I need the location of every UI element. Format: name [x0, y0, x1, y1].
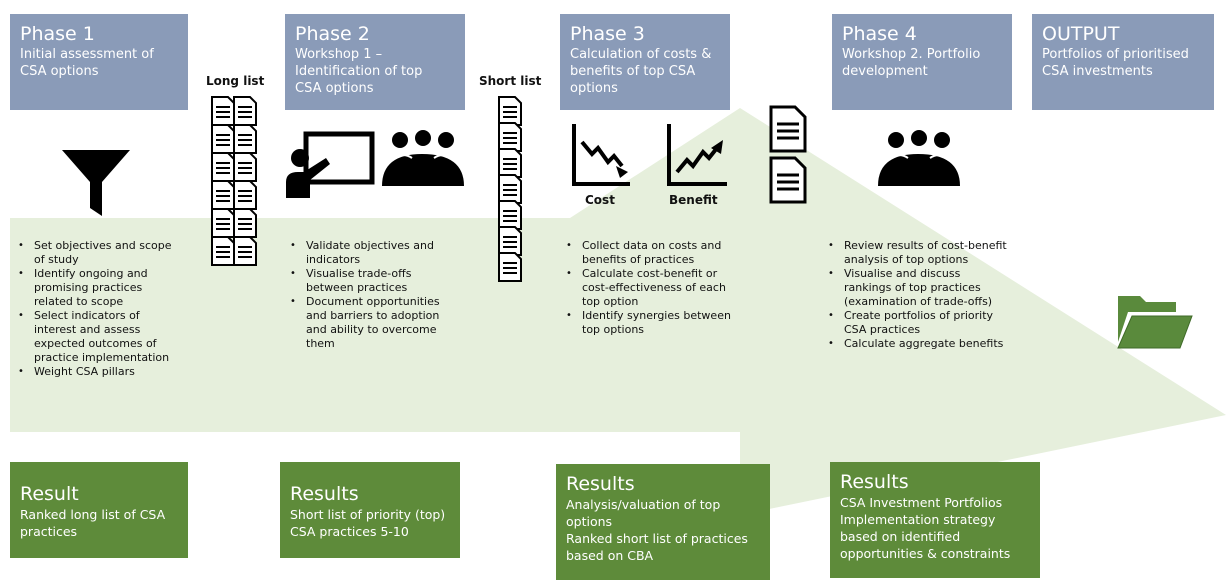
document-icon	[769, 105, 807, 153]
phase-title: OUTPUT	[1042, 23, 1120, 45]
phase-1-box: Phase 1 Initial assessment of CSA option…	[10, 14, 188, 110]
result-line: CSA practices 5-10	[290, 524, 409, 539]
phase-3-box: Phase 3 Calculation of costs & benefits …	[560, 14, 730, 110]
phase-subtitle-line: Initial assessment of	[20, 47, 154, 62]
phase-subtitle-line: development	[842, 64, 928, 79]
document-stack-icon	[498, 96, 522, 282]
result-line: Ranked long list of CSA	[20, 507, 166, 522]
cost-chart-icon	[572, 124, 630, 186]
phase-subtitle-line: options	[570, 81, 618, 96]
task-item: Document opportunities and barriers to a…	[288, 295, 446, 351]
result-line: based on identified	[840, 529, 961, 544]
phase-subtitle-line: CSA options	[295, 81, 374, 96]
phase-title: Phase 1	[20, 23, 95, 45]
output-box: OUTPUT Portfolios of prioritised CSA inv…	[1032, 14, 1214, 110]
task-item: Calculate aggregate benefits	[826, 337, 1008, 351]
phase-subtitle-line: Calculation of costs &	[570, 47, 712, 62]
task-item: Calculate cost-benefit or cost-effective…	[564, 267, 734, 309]
phase-4-tasks: Review results of cost-benefit analysis …	[826, 239, 1008, 351]
phase-subtitle-line: Portfolios of prioritised	[1042, 47, 1189, 62]
phase-subtitle-line: Workshop 1 –	[295, 47, 383, 62]
phase-2-tasks: Validate objectives and indicators Visua…	[288, 239, 446, 351]
phase-1-tasks: Set objectives and scope of study Identi…	[16, 239, 174, 379]
task-item: Review results of cost-benefit analysis …	[826, 239, 1008, 267]
task-item: Identify ongoing and promising practices…	[16, 267, 174, 309]
task-item: Visualise trade-offs between practices	[288, 267, 446, 295]
phase-title: Phase 2	[295, 23, 370, 45]
folder-icon	[1117, 296, 1193, 349]
result-line: Analysis/valuation of top	[566, 497, 721, 512]
benefit-label: Benefit	[669, 193, 718, 207]
phase-subtitle-line: Identification of top	[295, 64, 423, 79]
presentation-icon	[286, 131, 375, 198]
result-title: Results	[290, 483, 359, 505]
result-line: based on CBA	[566, 548, 654, 563]
meeting-group-icon	[382, 130, 464, 186]
document-stack-icon	[211, 96, 257, 266]
result-3-box: Results Analysis/valuation of top option…	[556, 464, 770, 580]
task-item: Visualise and discuss rankings of top pr…	[826, 267, 1008, 309]
task-item: Validate objectives and indicators	[288, 239, 446, 267]
phase-subtitle-line: Workshop 2. Portfolio	[842, 47, 981, 62]
benefit-chart-icon	[667, 124, 727, 186]
result-line: practices	[20, 524, 78, 539]
task-item: Identify synergies between top options	[564, 309, 734, 337]
task-item: Select indicators of interest and assess…	[16, 309, 174, 365]
task-item: Collect data on costs and benefits of pr…	[564, 239, 734, 267]
result-line: CSA Investment Portfolios	[840, 495, 1003, 510]
task-item: Create portfolios of priority CSA practi…	[826, 309, 1008, 337]
document-icon	[769, 156, 807, 204]
result-4-box: Results CSA Investment Portfolios Implem…	[830, 462, 1040, 578]
task-item: Set objectives and scope of study	[16, 239, 174, 267]
phase-title: Phase 3	[570, 23, 645, 45]
phase-2-box: Phase 2 Workshop 1 – Identification of t…	[285, 14, 465, 110]
result-title: Result	[20, 483, 79, 505]
long-list-label: Long list	[206, 74, 265, 88]
cost-label: Cost	[585, 193, 615, 207]
short-list-label: Short list	[479, 74, 542, 88]
result-line: opportunities & constraints	[840, 546, 1011, 561]
result-title: Results	[566, 473, 635, 495]
result-line: options	[566, 514, 613, 529]
phase-subtitle-line: CSA investments	[1042, 64, 1153, 79]
phase-subtitle-line: benefits of top CSA	[570, 64, 696, 79]
result-line: Implementation strategy	[840, 512, 996, 527]
phase-3-tasks: Collect data on costs and benefits of pr…	[564, 239, 734, 337]
result-1-box: Result Ranked long list of CSA practices	[10, 462, 188, 558]
task-item: Weight CSA pillars	[16, 365, 174, 379]
phase-subtitle-line: CSA options	[20, 64, 99, 79]
result-title: Results	[840, 471, 909, 493]
funnel-icon	[62, 150, 130, 216]
result-line: Ranked short list of practices	[566, 531, 748, 546]
meeting-group-icon	[878, 130, 960, 186]
result-2-box: Results Short list of priority (top) CSA…	[280, 462, 460, 558]
phase-4-box: Phase 4 Workshop 2. Portfolio developmen…	[832, 14, 1012, 110]
result-line: Short list of priority (top)	[290, 507, 446, 522]
phase-title: Phase 4	[842, 23, 917, 45]
